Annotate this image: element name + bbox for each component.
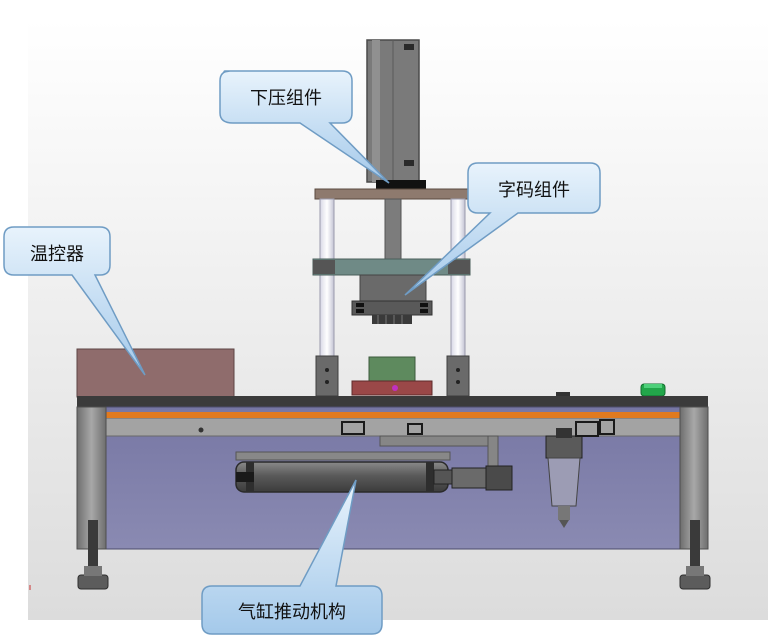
press-cylinder (366, 39, 426, 190)
work-fixture (351, 356, 433, 396)
filter-regulator (545, 419, 615, 528)
callout-press-assembly-bubble (219, 70, 390, 184)
post-base-blocks (315, 355, 470, 397)
green-button (640, 383, 666, 397)
switch-small (556, 392, 570, 397)
piston-rod (384, 198, 402, 262)
callout-cylinder-bubble (201, 479, 383, 635)
table-top (77, 396, 708, 407)
label-cylinder-push: 气缸推动机构 (238, 602, 346, 623)
callout-temp-controller-bubble (3, 226, 146, 376)
code-assembly (351, 274, 433, 324)
callout-code-assembly-bubble (404, 162, 601, 296)
top-plate (314, 188, 472, 200)
temp-controller-box (76, 348, 235, 398)
frame-legs (76, 406, 711, 590)
label-press-assembly: 下压组件 (250, 88, 322, 109)
label-temp-controller: 温控器 (30, 244, 84, 265)
cylinder-push-mechanism (235, 421, 513, 493)
label-code-assembly: 字码组件 (498, 180, 570, 201)
